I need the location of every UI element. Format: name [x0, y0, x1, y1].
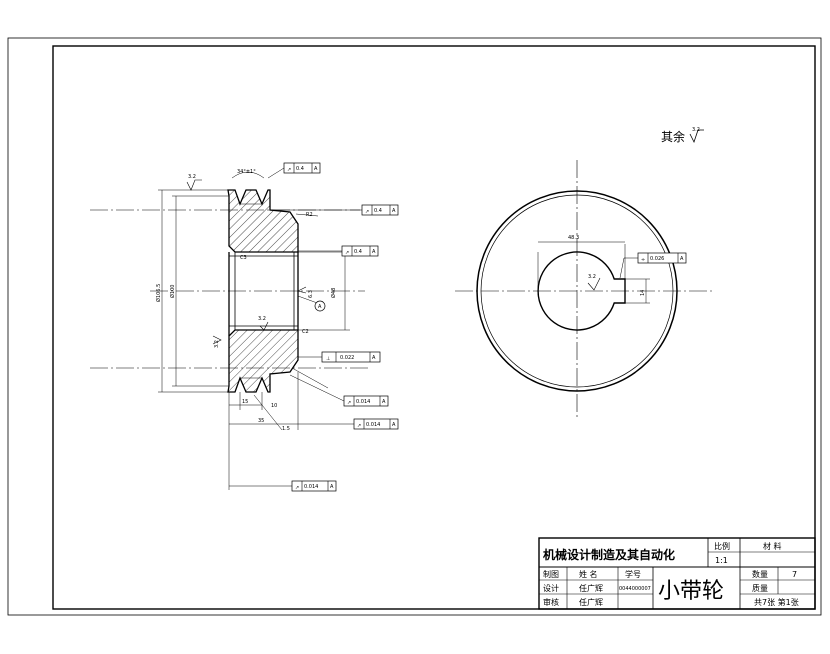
- tolerance-frame: ⊥ 0.022 A: [321, 351, 381, 363]
- outer-rim: [476, 190, 678, 392]
- lower-section: [227, 329, 299, 393]
- tolerance-frame: ↗ 0.4 A: [341, 245, 379, 257]
- svg-text:↗: ↗: [347, 400, 351, 406]
- groove-width-label: 10: [271, 403, 277, 409]
- title-block-title: 机械设计制造及其自动化: [543, 547, 675, 562]
- svg-text:↗: ↗: [357, 423, 361, 429]
- datum-a-marker: A: [297, 295, 326, 312]
- material-label: 材 料: [763, 541, 782, 551]
- svg-text:A: A: [372, 249, 376, 255]
- bore-with-keyway: [537, 251, 626, 331]
- pitch-diameter-label: Ø100: [169, 285, 176, 298]
- row-name: 任广辉: [579, 597, 603, 607]
- row-id: 0044000007: [619, 586, 651, 592]
- scale-label: 比例: [714, 541, 730, 551]
- roughness-note-label: 其余: [661, 129, 685, 144]
- title-block: 机械设计制造及其自动化 比例 1:1 材 料 制图 姓 名 学号 设计 任广辉 …: [538, 537, 816, 610]
- bore-diameter-label: Ø48: [330, 288, 337, 298]
- inner-frame: [52, 45, 816, 610]
- groove-pitch-label: 15: [242, 399, 248, 405]
- roughness-symbol-bore: 6.3: [297, 286, 314, 298]
- row-name: 任广辉: [579, 583, 603, 593]
- chamfer-c2-label: C2: [302, 329, 309, 335]
- svg-text:0.4: 0.4: [354, 249, 362, 255]
- tolerance-frame: ↗ 0.4 A: [283, 162, 321, 174]
- svg-text:3.2: 3.2: [258, 316, 266, 322]
- outer-diameter-label: Ø106.5: [155, 284, 162, 302]
- svg-text:↗: ↗: [287, 167, 291, 173]
- svg-text:3.2: 3.2: [214, 340, 220, 348]
- mass-label: 质量: [752, 583, 768, 593]
- groove-circle: [480, 194, 674, 388]
- quantity-label: 数量: [752, 569, 768, 579]
- keyway-depth-label: 48.3: [568, 235, 579, 241]
- svg-text:↗: ↗: [365, 209, 369, 215]
- section-view: Ø106.5 Ø100 Ø48 34°±1° 15 35 1.5 10 C3 C…: [90, 162, 399, 492]
- svg-text:0.014: 0.014: [366, 422, 380, 428]
- row-role: 设计: [543, 583, 559, 593]
- svg-text:0.022: 0.022: [340, 355, 354, 361]
- hub-width-label: 35: [258, 418, 264, 424]
- tolerance-frame: ÷ 0.026 A: [637, 252, 687, 264]
- part-name: 小带轮: [658, 579, 724, 604]
- tolerance-frame: ↗ 0.4 A: [361, 204, 399, 216]
- tolerance-frame: ↗ 0.014 A: [353, 418, 399, 430]
- svg-text:A: A: [392, 208, 396, 214]
- keyway-width-label: 14: [640, 290, 646, 296]
- row-role: 制图: [543, 569, 559, 579]
- end-view: 48.3 14 3.2 ÷ 0.026 A: [455, 160, 712, 420]
- svg-text:÷: ÷: [641, 257, 645, 263]
- outer-border: [7, 37, 822, 616]
- roughness-symbol-hub: 3.2: [258, 316, 269, 331]
- svg-text:0.4: 0.4: [374, 208, 382, 214]
- row-role: 审核: [543, 597, 559, 607]
- roughness-symbol-top: 3.2: [186, 174, 202, 191]
- svg-text:↗: ↗: [295, 485, 299, 491]
- svg-text:A: A: [330, 484, 334, 490]
- svg-text:↗: ↗: [345, 250, 349, 256]
- upper-section: [227, 189, 299, 253]
- svg-text:A: A: [314, 166, 318, 172]
- scale-value: 1:1: [715, 556, 728, 565]
- svg-text:A: A: [392, 422, 396, 428]
- row-id: 学号: [625, 569, 641, 579]
- svg-text:3.2: 3.2: [188, 174, 196, 180]
- tolerance-frame: ↗ 0.014 A: [291, 480, 337, 492]
- keyway-roughness: 3.2: [588, 274, 596, 280]
- svg-text:A: A: [318, 304, 322, 310]
- chamfer-c3-label: C3: [240, 255, 247, 261]
- svg-text:⊥: ⊥: [326, 356, 330, 362]
- quantity-value: 7: [792, 570, 797, 579]
- groove-angle-label: 34°±1°: [237, 169, 256, 175]
- svg-text:0.026: 0.026: [650, 256, 664, 262]
- roughness-note: 其余 3.2: [661, 127, 704, 144]
- svg-text:0.014: 0.014: [304, 484, 318, 490]
- tolerance-frame: ↗ 0.014 A: [343, 395, 389, 407]
- svg-text:A: A: [680, 256, 684, 262]
- svg-text:0.014: 0.014: [356, 399, 370, 405]
- small-dimension-label: 1.5: [282, 426, 290, 432]
- sheet-info: 共7张 第1张: [754, 597, 799, 607]
- row-name: 姓 名: [579, 569, 598, 579]
- svg-text:0.4: 0.4: [296, 166, 304, 172]
- svg-text:A: A: [372, 355, 376, 361]
- roughness-note-value: 3.2: [692, 127, 700, 133]
- svg-text:A: A: [382, 399, 386, 405]
- roughness-symbol-side: 3.2: [212, 335, 222, 348]
- svg-text:6.3: 6.3: [308, 290, 314, 298]
